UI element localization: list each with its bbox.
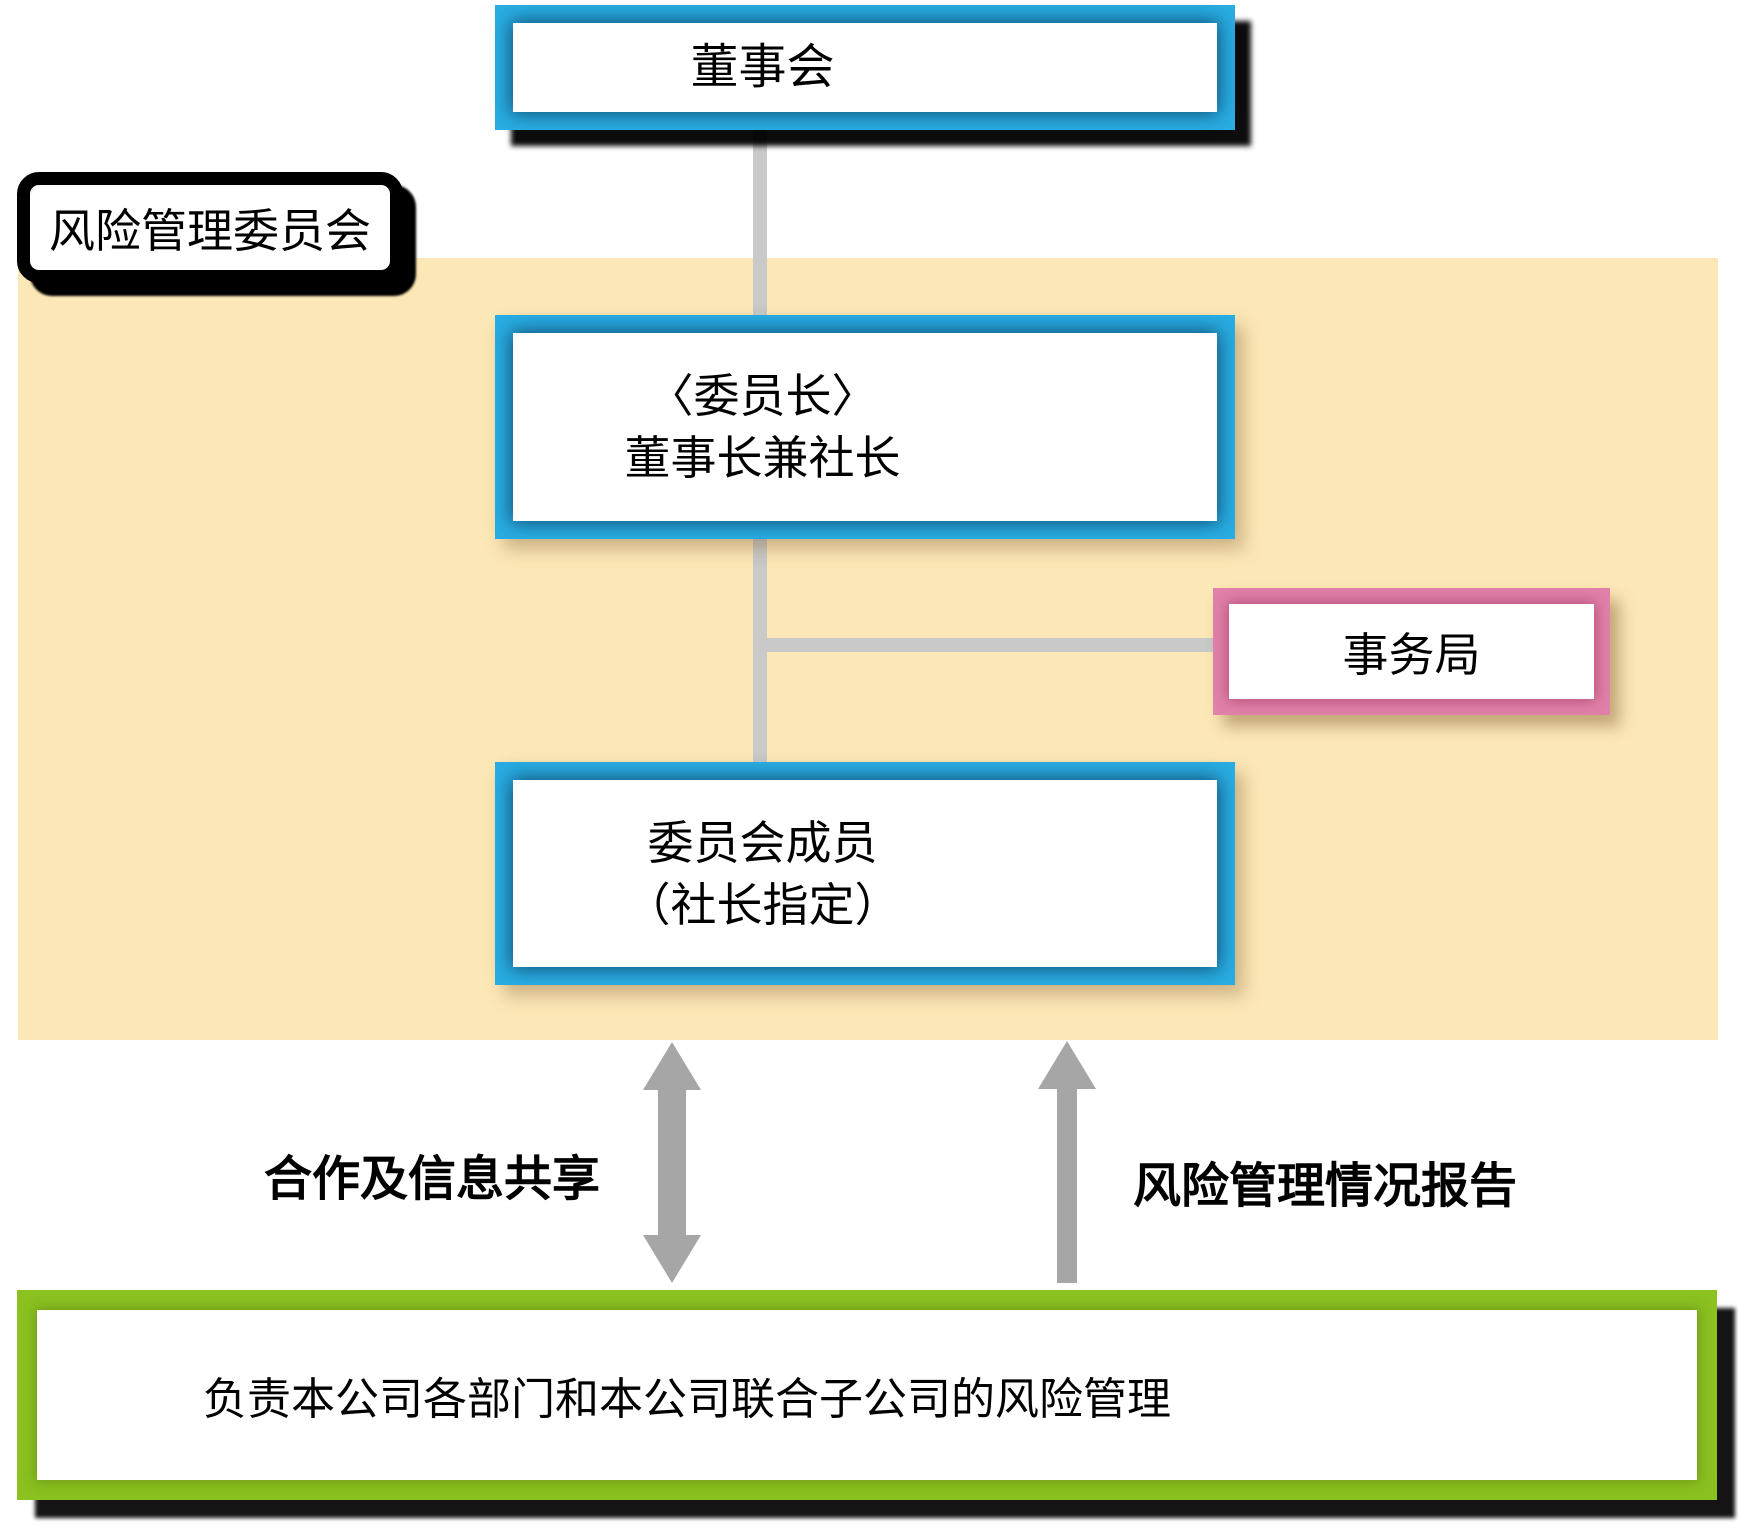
bidirectional-arrow-down-head-icon [643,1235,701,1283]
committee-title-box: 风险管理委员会 [17,172,403,283]
committee-members-box: 委员会成员 （社长指定） [495,762,1235,985]
connector-to-secretariat [760,638,1215,652]
responsibility-box: 负责本公司各部门和本公司联合子公司的风险管理 [17,1290,1717,1500]
committee-members-label-line2: （社长指定） [624,878,901,931]
chairman-box: 〈委员长〉 董事长兼社长 [495,315,1235,539]
report-flow-label: 风险管理情况报告 [1133,1160,1518,1213]
board-of-directors-label: 董事会 [513,23,1217,112]
connector-board-to-chairman [753,118,767,318]
committee-title-label: 风险管理委员会 [49,204,371,257]
bidirectional-arrow-shaft [658,1088,686,1237]
responsibility-label: 负责本公司各部门和本公司联合子公司的风险管理 [37,1310,1697,1480]
secretariat-box: 事务局 [1213,588,1610,715]
chairman-label-line1: 〈委员长〉 [647,370,878,422]
chairman-label-line2: 董事长兼社长 [624,432,901,484]
board-of-directors-box: 董事会 [495,5,1235,130]
chairman-label: 〈委员长〉 董事长兼社长 [513,333,1217,521]
report-arrow-shaft [1057,1087,1077,1283]
secretariat-label: 事务局 [1229,604,1594,699]
committee-members-label: 委员会成员 （社长指定） [513,780,1217,967]
cooperation-flow-label: 合作及信息共享 [263,1153,600,1206]
report-arrow-up-head-icon [1038,1041,1096,1089]
committee-members-label-line1: 委员会成员 [647,816,878,869]
bidirectional-arrow-up-head-icon [643,1042,701,1090]
